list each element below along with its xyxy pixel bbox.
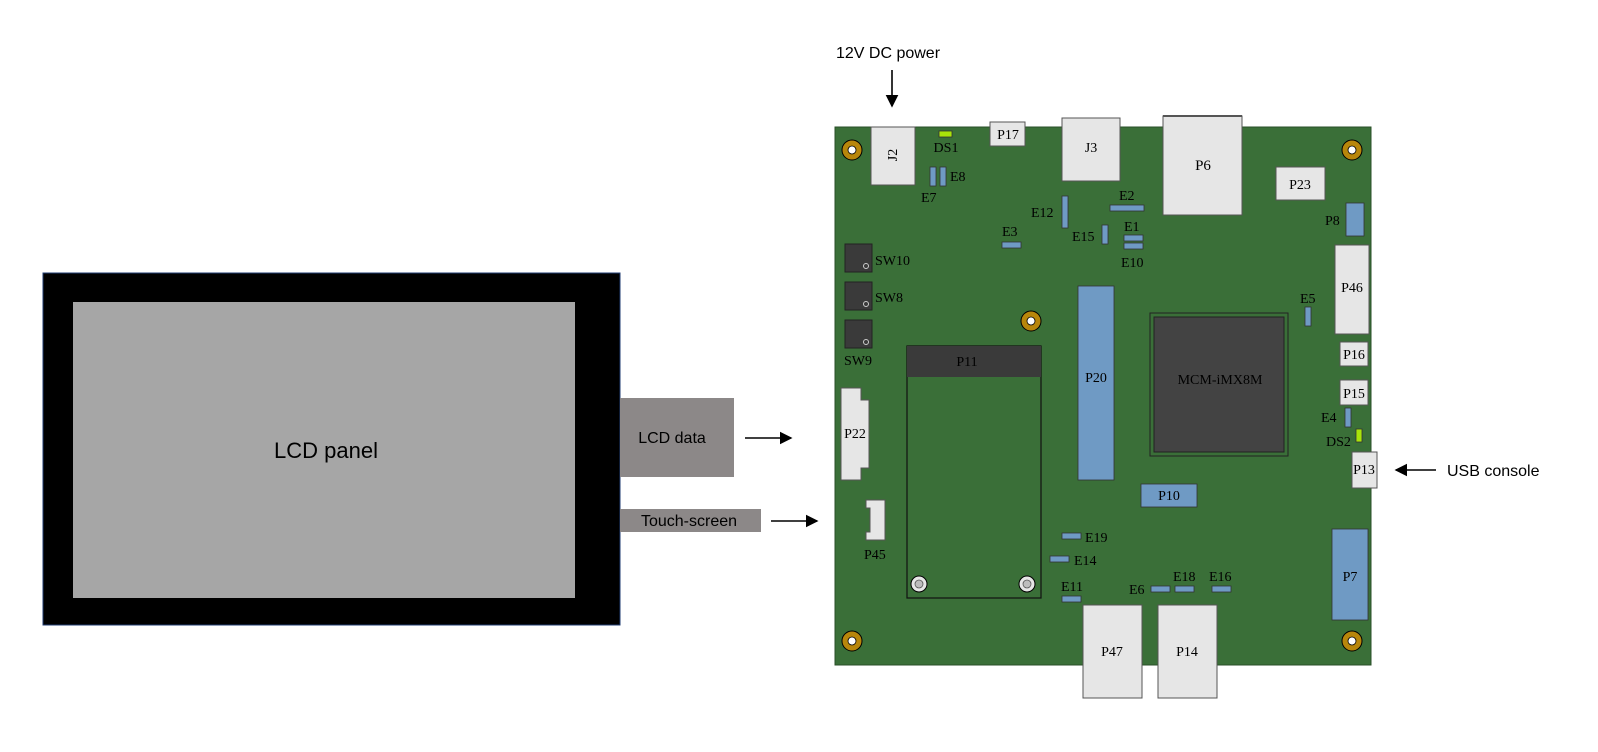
label-mcm: MCM-iMX8M: [1178, 373, 1263, 388]
slot-p11-standoff: [1022, 579, 1032, 589]
switch-sw9: [844, 319, 873, 349]
label-e6: E6: [1129, 583, 1145, 598]
label-e1: E1: [1124, 220, 1140, 235]
label-e11: E11: [1061, 580, 1083, 595]
connector-p45: [865, 499, 886, 541]
label-ds2: DS2: [1326, 435, 1351, 450]
connector-p16: [1339, 341, 1369, 367]
connector-p20: [1077, 285, 1115, 481]
jumper-e4: [1344, 407, 1352, 428]
lcd-data-label: LCD data: [638, 430, 706, 447]
slot-p11-standoff: [914, 579, 924, 589]
label-e4: E4: [1321, 411, 1337, 426]
label-p47: P47: [1101, 645, 1123, 660]
led-ds1: [938, 130, 953, 138]
connector-p14: [1157, 604, 1218, 699]
label-e16: E16: [1209, 570, 1232, 585]
connector-p7: [1331, 528, 1369, 621]
label-e5: E5: [1300, 292, 1316, 307]
module-mcm-imx8m: [1153, 316, 1285, 453]
label-p17: P17: [997, 128, 1019, 143]
label-e2: E2: [1119, 189, 1135, 204]
jumper-e14: [1049, 555, 1070, 563]
label-e18: E18: [1173, 570, 1196, 585]
connector-p10: [1140, 483, 1198, 508]
lcd-assembly: LCD panel LCD data Touch-screen: [42, 272, 819, 626]
jumper-e18: [1174, 585, 1195, 593]
label-p15: P15: [1343, 387, 1365, 402]
label-j3: J3: [1085, 141, 1097, 156]
lcd-data-tab: [620, 398, 734, 477]
switch-sw9-dot: [863, 339, 869, 345]
jumper-e7: [929, 166, 937, 187]
pcb-board: J2 DS1 P17 J3 P6 P23 E8 E7 E12 E2 E3: [834, 115, 1378, 666]
label-j2: J2: [886, 149, 901, 161]
label-p45: P45: [864, 548, 886, 563]
connector-p13: [1351, 451, 1378, 489]
jumper-e19: [1061, 532, 1082, 540]
label-e7: E7: [921, 191, 937, 206]
power-annotation: 12V DC power: [836, 45, 941, 62]
label-e8: E8: [950, 170, 966, 185]
label-p11: P11: [956, 355, 977, 370]
switch-sw8-dot: [863, 301, 869, 307]
jumper-e5: [1304, 306, 1312, 327]
label-sw8: SW8: [875, 291, 903, 306]
jumper-e12: [1061, 195, 1069, 229]
connector-p23: [1275, 166, 1326, 201]
label-sw9: SW9: [844, 354, 872, 369]
label-e15: E15: [1072, 230, 1095, 245]
label-e3: E3: [1002, 225, 1018, 240]
led-ds2: [1355, 428, 1363, 443]
jumper-e8: [939, 166, 947, 187]
connector-j3: [1061, 117, 1121, 182]
label-e12: E12: [1031, 206, 1054, 221]
connector-p6: [1162, 115, 1243, 216]
jumper-e1: [1123, 234, 1144, 242]
connector-p22: [840, 387, 870, 481]
label-p20: P20: [1085, 371, 1107, 386]
label-e19: E19: [1085, 531, 1108, 546]
slot-p11: [906, 345, 1042, 599]
jumper-e15: [1101, 224, 1109, 245]
jumper-e3: [1001, 241, 1022, 249]
usb-console-annotation: USB console: [1447, 463, 1540, 480]
label-p16: P16: [1343, 348, 1365, 363]
label-p23: P23: [1289, 178, 1311, 193]
jumper-e11: [1061, 595, 1082, 603]
label-ds1: DS1: [934, 141, 959, 156]
connector-j2: [870, 126, 916, 186]
lcd-panel-label: LCD panel: [274, 438, 378, 463]
lcd-screen: [73, 302, 575, 598]
label-p46: P46: [1341, 281, 1363, 296]
label-p6: P6: [1195, 158, 1211, 174]
connector-p15: [1339, 379, 1369, 406]
label-p13: P13: [1353, 463, 1375, 478]
switch-sw10: [844, 243, 873, 273]
touch-screen-tab: [620, 509, 761, 532]
label-p7: P7: [1343, 570, 1358, 585]
label-sw10: SW10: [875, 254, 910, 269]
connector-p47: [1082, 604, 1143, 699]
mounting-holes: [841, 139, 1363, 652]
jumper-e2: [1109, 204, 1145, 212]
label-e10: E10: [1121, 256, 1144, 271]
slot-p11-header: [907, 346, 1041, 377]
switch-sw8: [844, 281, 873, 311]
jumper-e6: [1150, 585, 1171, 593]
jumper-e16: [1211, 585, 1232, 593]
label-p22: P22: [844, 427, 866, 442]
jumper-e10: [1123, 242, 1144, 250]
label-p10: P10: [1158, 489, 1180, 504]
connector-p46: [1334, 244, 1370, 335]
switch-sw10-dot: [863, 263, 869, 269]
label-p8: P8: [1325, 214, 1340, 229]
connector-p17: [989, 121, 1026, 147]
touch-screen-label: Touch-screen: [641, 513, 737, 530]
label-e14: E14: [1074, 554, 1097, 569]
connector-p8: [1345, 202, 1365, 237]
module-mcm-outline: [1149, 312, 1289, 457]
label-p14: P14: [1176, 645, 1198, 660]
